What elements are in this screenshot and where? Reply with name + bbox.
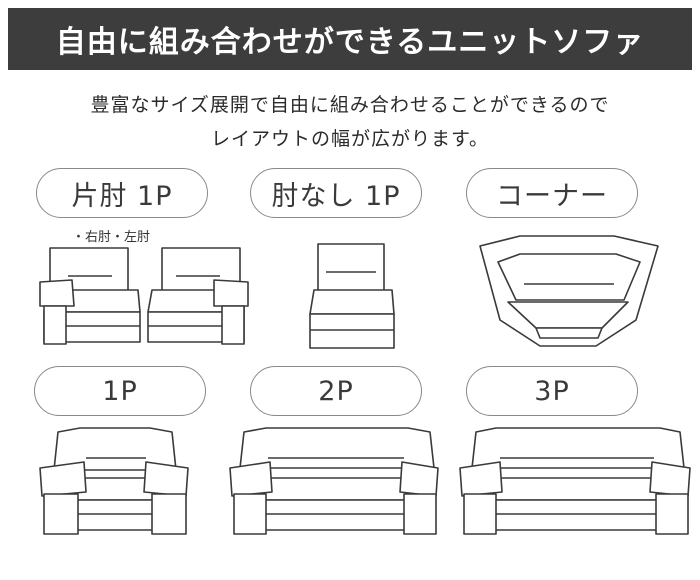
- sofa-1p-icon: [39, 427, 189, 535]
- label-2p: 2P: [250, 366, 422, 416]
- sofa-armless-1p-icon: [309, 243, 395, 349]
- label-corner: コーナー: [466, 168, 638, 218]
- label-3p: 3P: [466, 366, 638, 416]
- description-line-1: 豊富なサイズ展開で自由に組み合わせることができるので: [90, 94, 610, 116]
- sofa-one-arm-right-icon: [39, 247, 141, 345]
- sofa-corner-icon: [479, 235, 659, 347]
- label-one-arm-1p: 片肘 1P: [36, 168, 208, 218]
- description-line-2: レイアウトの幅が広がります。: [210, 128, 490, 150]
- label-armless-1p: 肘なし 1P: [250, 168, 422, 218]
- banner-title: 自由に組み合わせができるユニットソファ: [55, 25, 645, 60]
- label-1p: 1P: [34, 366, 206, 416]
- note-right-left-arm: ・右肘・左肘: [72, 230, 151, 245]
- page-banner: 自由に組み合わせができるユニットソファ: [8, 8, 692, 70]
- sofa-2p-icon: [229, 427, 439, 535]
- sofa-one-arm-left-icon: [147, 247, 249, 345]
- sofa-3p-icon: [459, 427, 691, 535]
